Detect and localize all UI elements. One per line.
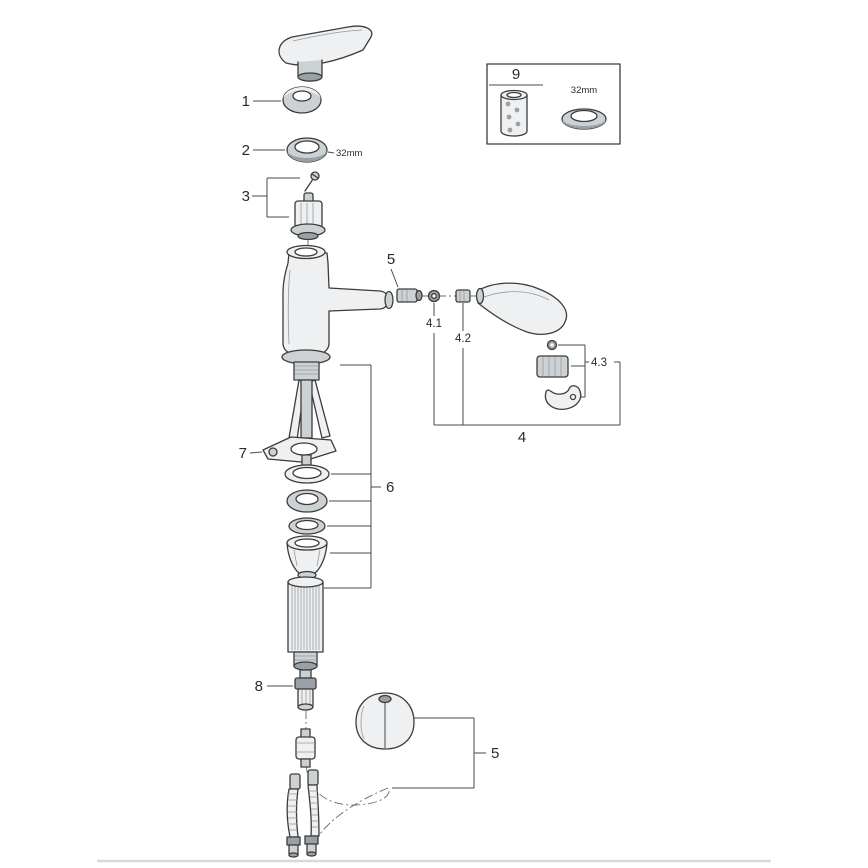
aerator-part-4-3 bbox=[536, 355, 569, 378]
label-part-3: 3 bbox=[242, 188, 250, 205]
seal-stack-part-6 bbox=[284, 464, 330, 580]
label-part-4-3: 4.3 bbox=[591, 357, 607, 369]
leader-part-7 bbox=[249, 451, 263, 454]
check-valve bbox=[295, 728, 316, 768]
mounting-ring-part-2 bbox=[286, 137, 328, 163]
bracket-part-5-hose bbox=[392, 717, 486, 789]
leader-part-5-spout bbox=[390, 268, 399, 288]
washer-part-4-1 bbox=[427, 289, 441, 303]
mounting-hardware-part-7 bbox=[262, 361, 337, 466]
label-part-4-1: 4.1 bbox=[426, 318, 442, 330]
lever-handle bbox=[278, 25, 373, 82]
reference-box-part-9 bbox=[486, 63, 621, 145]
faucet-body bbox=[281, 244, 394, 365]
bracket-part-6 bbox=[324, 364, 381, 589]
cap-ring-part-1 bbox=[282, 86, 322, 114]
supply-hoses bbox=[286, 769, 320, 858]
tool-ring bbox=[561, 108, 607, 130]
cartridge-tool bbox=[500, 89, 528, 137]
cartridge-part-3 bbox=[290, 192, 326, 241]
hose-nipple-part-5 bbox=[396, 288, 423, 303]
label-part-4: 4 bbox=[518, 429, 526, 446]
label-part-2: 2 bbox=[242, 142, 250, 159]
shank-tube bbox=[287, 576, 324, 671]
oring-part-4-3 bbox=[546, 339, 558, 351]
annotation-box-ring-size: 32mm bbox=[571, 85, 597, 96]
label-part-4-2: 4.2 bbox=[455, 333, 471, 345]
label-part-9: 9 bbox=[512, 66, 520, 83]
label-part-1: 1 bbox=[242, 93, 250, 110]
label-part-8: 8 bbox=[255, 678, 263, 695]
leader-part-2 bbox=[253, 149, 335, 154]
hose-weight-part-5 bbox=[355, 692, 415, 750]
bracket-part-3 bbox=[252, 177, 300, 218]
clip-part-4-3 bbox=[544, 385, 582, 410]
label-part-6: 6 bbox=[386, 479, 394, 496]
connector-part-8 bbox=[294, 669, 317, 711]
bracket-part-4 bbox=[433, 333, 621, 426]
screw-part-3 bbox=[304, 171, 320, 192]
label-part-5-spout: 5 bbox=[387, 251, 395, 268]
spray-head-part-4 bbox=[475, 282, 568, 335]
annotation-ring-size: 32mm bbox=[336, 148, 362, 159]
label-part-5-hose: 5 bbox=[491, 745, 499, 762]
label-part-7: 7 bbox=[239, 445, 247, 462]
nut-part-4-2 bbox=[455, 289, 471, 303]
bracket-part-4-3 bbox=[558, 344, 589, 398]
